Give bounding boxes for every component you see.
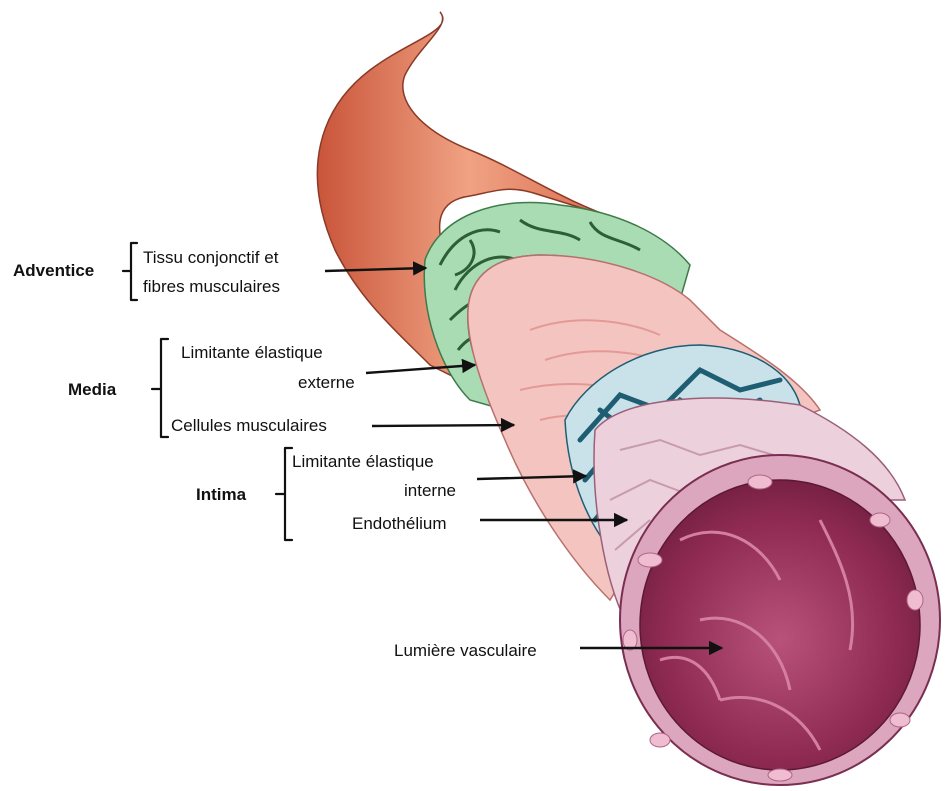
lumen-opening [620,455,940,785]
group-label-media: Media [68,380,117,399]
label-fibres-musculaires: fibres musculaires [143,277,280,296]
bracket-intima [276,448,292,540]
bracket-adventice [123,243,137,300]
label-cellules-musculaires: Cellules musculaires [171,416,327,435]
label-limitante-externe-line2: externe [298,373,355,392]
label-tissu-conjonctif: Tissu conjonctif et [143,248,279,267]
group-label-intima: Intima [196,485,247,504]
label-limitante-externe-line1: Limitante élastique [181,343,323,362]
group-label-adventice: Adventice [13,261,94,280]
label-lumiere-vasculaire: Lumière vasculaire [394,641,537,660]
label-limitante-interne-line1: Limitante élastique [292,452,434,471]
bracket-media [152,339,168,437]
label-limitante-interne-line2: interne [404,481,456,500]
arrow-cellules-musculaires [372,425,514,426]
label-endothelium: Endothélium [352,514,447,533]
